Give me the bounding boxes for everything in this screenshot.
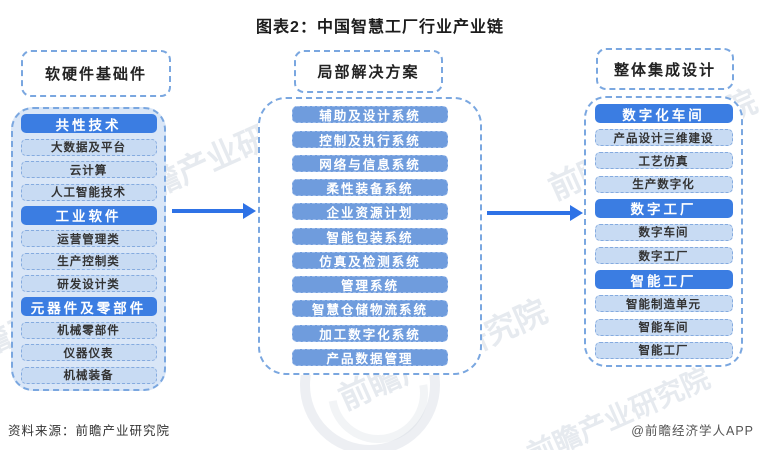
chain-section-header: 共性技术: [20, 114, 157, 134]
chain-item: 智能工厂: [594, 341, 733, 359]
chain-item: 工艺仿真: [594, 152, 733, 170]
chain-item: 网络与信息系统: [292, 154, 448, 172]
arrow-head-icon: [570, 205, 583, 221]
chart-title: 图表2：中国智慧工厂行业产业链: [256, 19, 504, 36]
chain-item: 仿真及检测系统: [292, 251, 448, 269]
chain-item: 智能包装系统: [292, 227, 448, 245]
chain-item: 机械零部件: [20, 321, 157, 339]
column-header-components: 软硬件基础件: [21, 50, 171, 97]
chain-item: 加工数字化系统: [292, 324, 448, 342]
chain-item: 生产数字化: [594, 175, 733, 193]
column-header-solutions: 局部解决方案: [294, 50, 443, 93]
chain-item: 柔性装备系统: [292, 179, 448, 196]
chain-item: 研发设计类: [20, 275, 157, 292]
chain-item: 运营管理类: [20, 230, 157, 248]
column-body-components: 共性技术 大数据及平台 云计算 人工智能技术 工业软件 运营管理类 生产控制类 …: [11, 107, 166, 391]
chain-item: 机械装备: [20, 366, 157, 384]
chain-item: 管理系统: [292, 276, 448, 293]
credit-text: @前瞻经济学人APP: [631, 424, 754, 438]
chain-item: 智慧仓储物流系统: [292, 300, 448, 318]
chain-item: 产品数据管理: [292, 348, 448, 366]
chain-item: 云计算: [20, 161, 157, 179]
chain-item: 控制及执行系统: [292, 130, 448, 148]
chain-item: 仪器仪表: [20, 344, 157, 362]
chain-section-header: 元器件及零部件: [20, 297, 157, 317]
chain-item: 智能车间: [594, 318, 733, 336]
chain-item: 辅助及设计系统: [292, 106, 448, 124]
arrow-head-icon: [243, 203, 256, 219]
chain-section-header: 工业软件: [20, 205, 157, 225]
column-body-solutions: 辅助及设计系统 控制及执行系统 网络与信息系统 柔性装备系统 企业资源计划 智能…: [258, 97, 482, 375]
chain-section-header: 智能工厂: [594, 270, 733, 290]
chain-item: 数字工厂: [594, 247, 733, 265]
chain-item: 产品设计三维建设: [594, 129, 733, 147]
column-body-integration: 数字化车间 产品设计三维建设 工艺仿真 生产数字化 数字工厂 数字车间 数字工厂…: [584, 96, 743, 367]
chain-item: 人工智能技术: [20, 183, 157, 201]
chain-item: 大数据及平台: [20, 138, 157, 156]
flow-arrow-left-to-middle: [172, 203, 256, 219]
column-header-integration: 整体集成设计: [596, 48, 734, 90]
chain-section-header: 数字化车间: [594, 104, 733, 124]
flow-arrow-middle-to-right: [487, 205, 583, 221]
data-source-text: 资料来源：前瞻产业研究院: [8, 424, 171, 438]
chain-section-header: 数字工厂: [594, 198, 733, 218]
chain-item: 智能制造单元: [594, 295, 733, 313]
chain-item: 生产控制类: [20, 252, 157, 270]
chain-item: 企业资源计划: [292, 203, 448, 221]
chain-item: 数字车间: [594, 223, 733, 241]
arrow-shaft: [172, 209, 244, 213]
arrow-shaft: [487, 211, 571, 215]
